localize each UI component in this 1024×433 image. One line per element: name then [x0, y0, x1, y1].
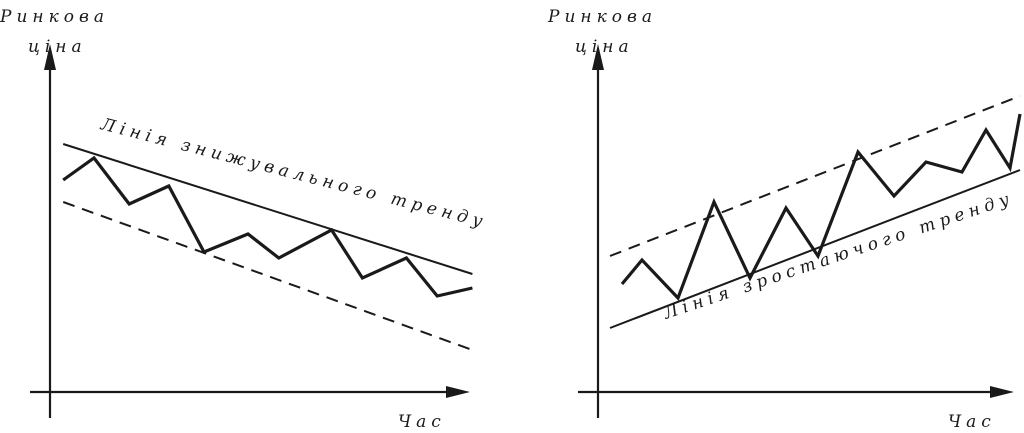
price-line	[62, 155, 473, 298]
lower-channel-line	[62, 201, 473, 351]
chart-uptrend: Ринкова ціна Час Лінія зростаючого тренд…	[547, 7, 1022, 432]
x-axis-arrow	[990, 386, 1014, 398]
y-axis-arrow	[592, 44, 604, 70]
upper-channel-line	[609, 95, 1021, 257]
y-axis-label-line2: ціна	[575, 37, 634, 57]
x-axis-arrow	[446, 386, 470, 398]
x-axis-label: Час	[398, 412, 446, 432]
price-line	[620, 113, 1022, 301]
chart-downtrend: Ринкова ціна Час Лінія знижувального тре…	[0, 7, 489, 432]
y-axis-label-line1: Ринкова	[547, 7, 657, 27]
y-axis-arrow	[44, 44, 56, 70]
downtrend-line	[62, 143, 473, 275]
uptrend-label: Лінія зростаючого тренду	[660, 188, 1016, 324]
y-axis-label-line1: Ринкова	[0, 7, 109, 27]
y-axis-label-line2: ціна	[28, 37, 87, 57]
x-axis-label: Час	[948, 412, 996, 432]
